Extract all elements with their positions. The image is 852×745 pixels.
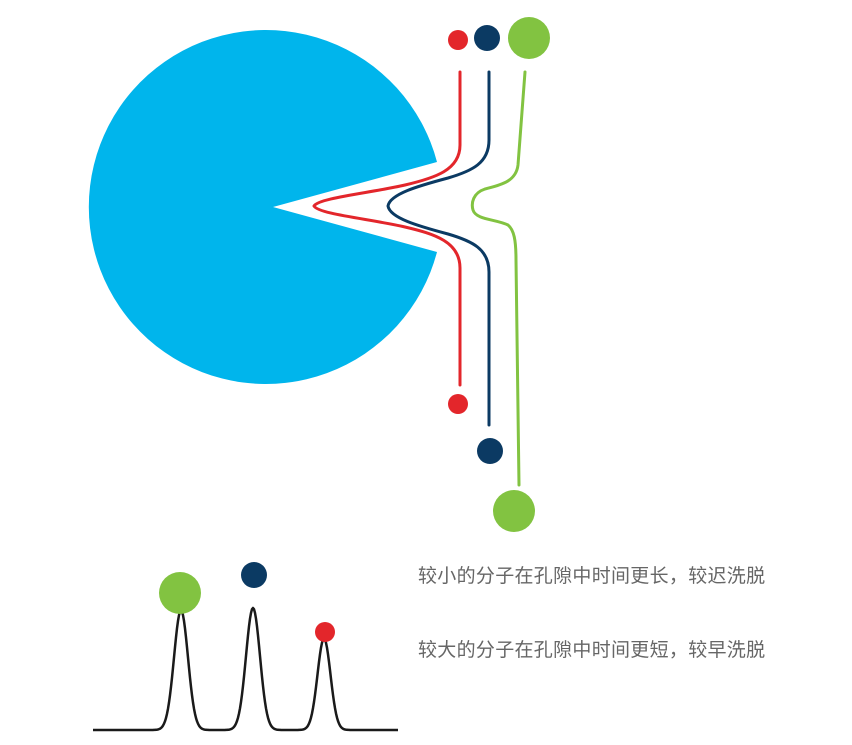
small-molecule-peak-dot	[315, 622, 335, 642]
chromatogram-trace	[92, 606, 399, 732]
large-molecule-bottom-dot	[493, 490, 535, 532]
small-molecule-caption: 较小的分子在孔隙中时间更长，较迟洗脱	[418, 565, 766, 587]
large-molecule-peak-dot	[159, 572, 201, 614]
small-molecule-top-dot	[448, 30, 468, 50]
small-molecule-path	[312, 70, 462, 387]
medium-molecule-path	[386, 70, 491, 427]
medium-molecule-bottom-dot	[477, 438, 503, 464]
small-molecule-bottom-dot	[448, 394, 468, 414]
porous-bead	[88, 30, 437, 384]
medium-molecule-top-dot	[474, 25, 500, 51]
large-molecule-caption: 较大的分子在孔隙中时间更短，较早洗脱	[418, 639, 766, 661]
large-molecule-path	[470, 70, 527, 487]
medium-molecule-peak-dot	[241, 562, 267, 588]
large-molecule-top-dot	[508, 17, 550, 59]
